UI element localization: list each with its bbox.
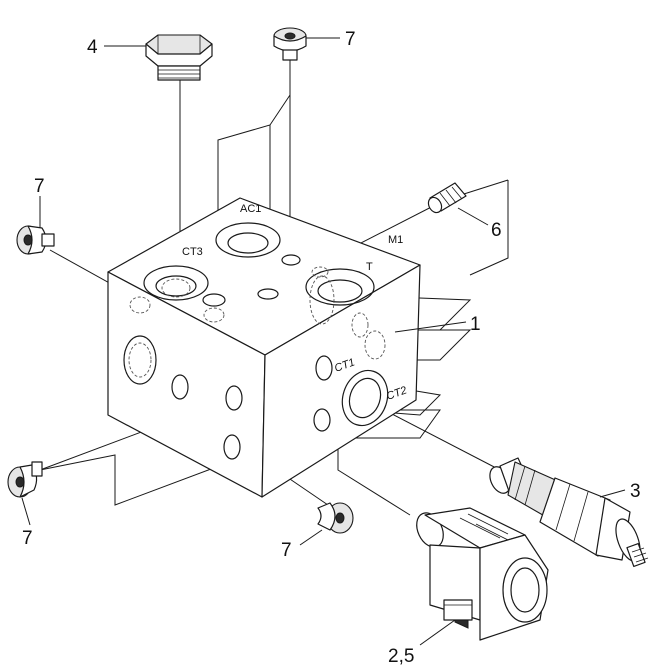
- screw-bottom-left: [7, 461, 43, 498]
- callout-numbers: 4 7 7 6 1 3 7 7 2,5: [22, 29, 641, 667]
- callout-plug-top: 4: [87, 37, 98, 58]
- screw-left: [16, 225, 55, 255]
- port-label-m1: M1: [388, 234, 403, 246]
- cartridge-valve: [489, 457, 649, 568]
- port-label-ac1: AC1: [240, 203, 261, 215]
- guide-lines: [39, 60, 509, 516]
- screw-bottom: [317, 502, 354, 534]
- hex-plug-large: [145, 34, 213, 81]
- callout-screw-left: 7: [34, 176, 45, 197]
- port-label-t: T: [366, 261, 373, 273]
- dowel-pin: [427, 182, 467, 214]
- port-label-ct3: CT3: [182, 246, 203, 258]
- manifold-block: AC1 CT3 M1 T CT1 CT2: [107, 197, 421, 498]
- callout-block: 1: [470, 314, 481, 335]
- screw-top: [273, 27, 307, 61]
- callout-leaders: [21, 37, 626, 646]
- callout-screw-bottom: 7: [281, 540, 292, 561]
- callout-solenoid: 2,5: [388, 646, 414, 667]
- callout-cartridge: 3: [630, 481, 641, 502]
- callout-screw-top: 7: [345, 29, 356, 50]
- callout-screw-bottom-left: 7: [22, 528, 33, 549]
- solenoid-coil: [416, 507, 549, 641]
- callout-pin: 6: [491, 220, 502, 241]
